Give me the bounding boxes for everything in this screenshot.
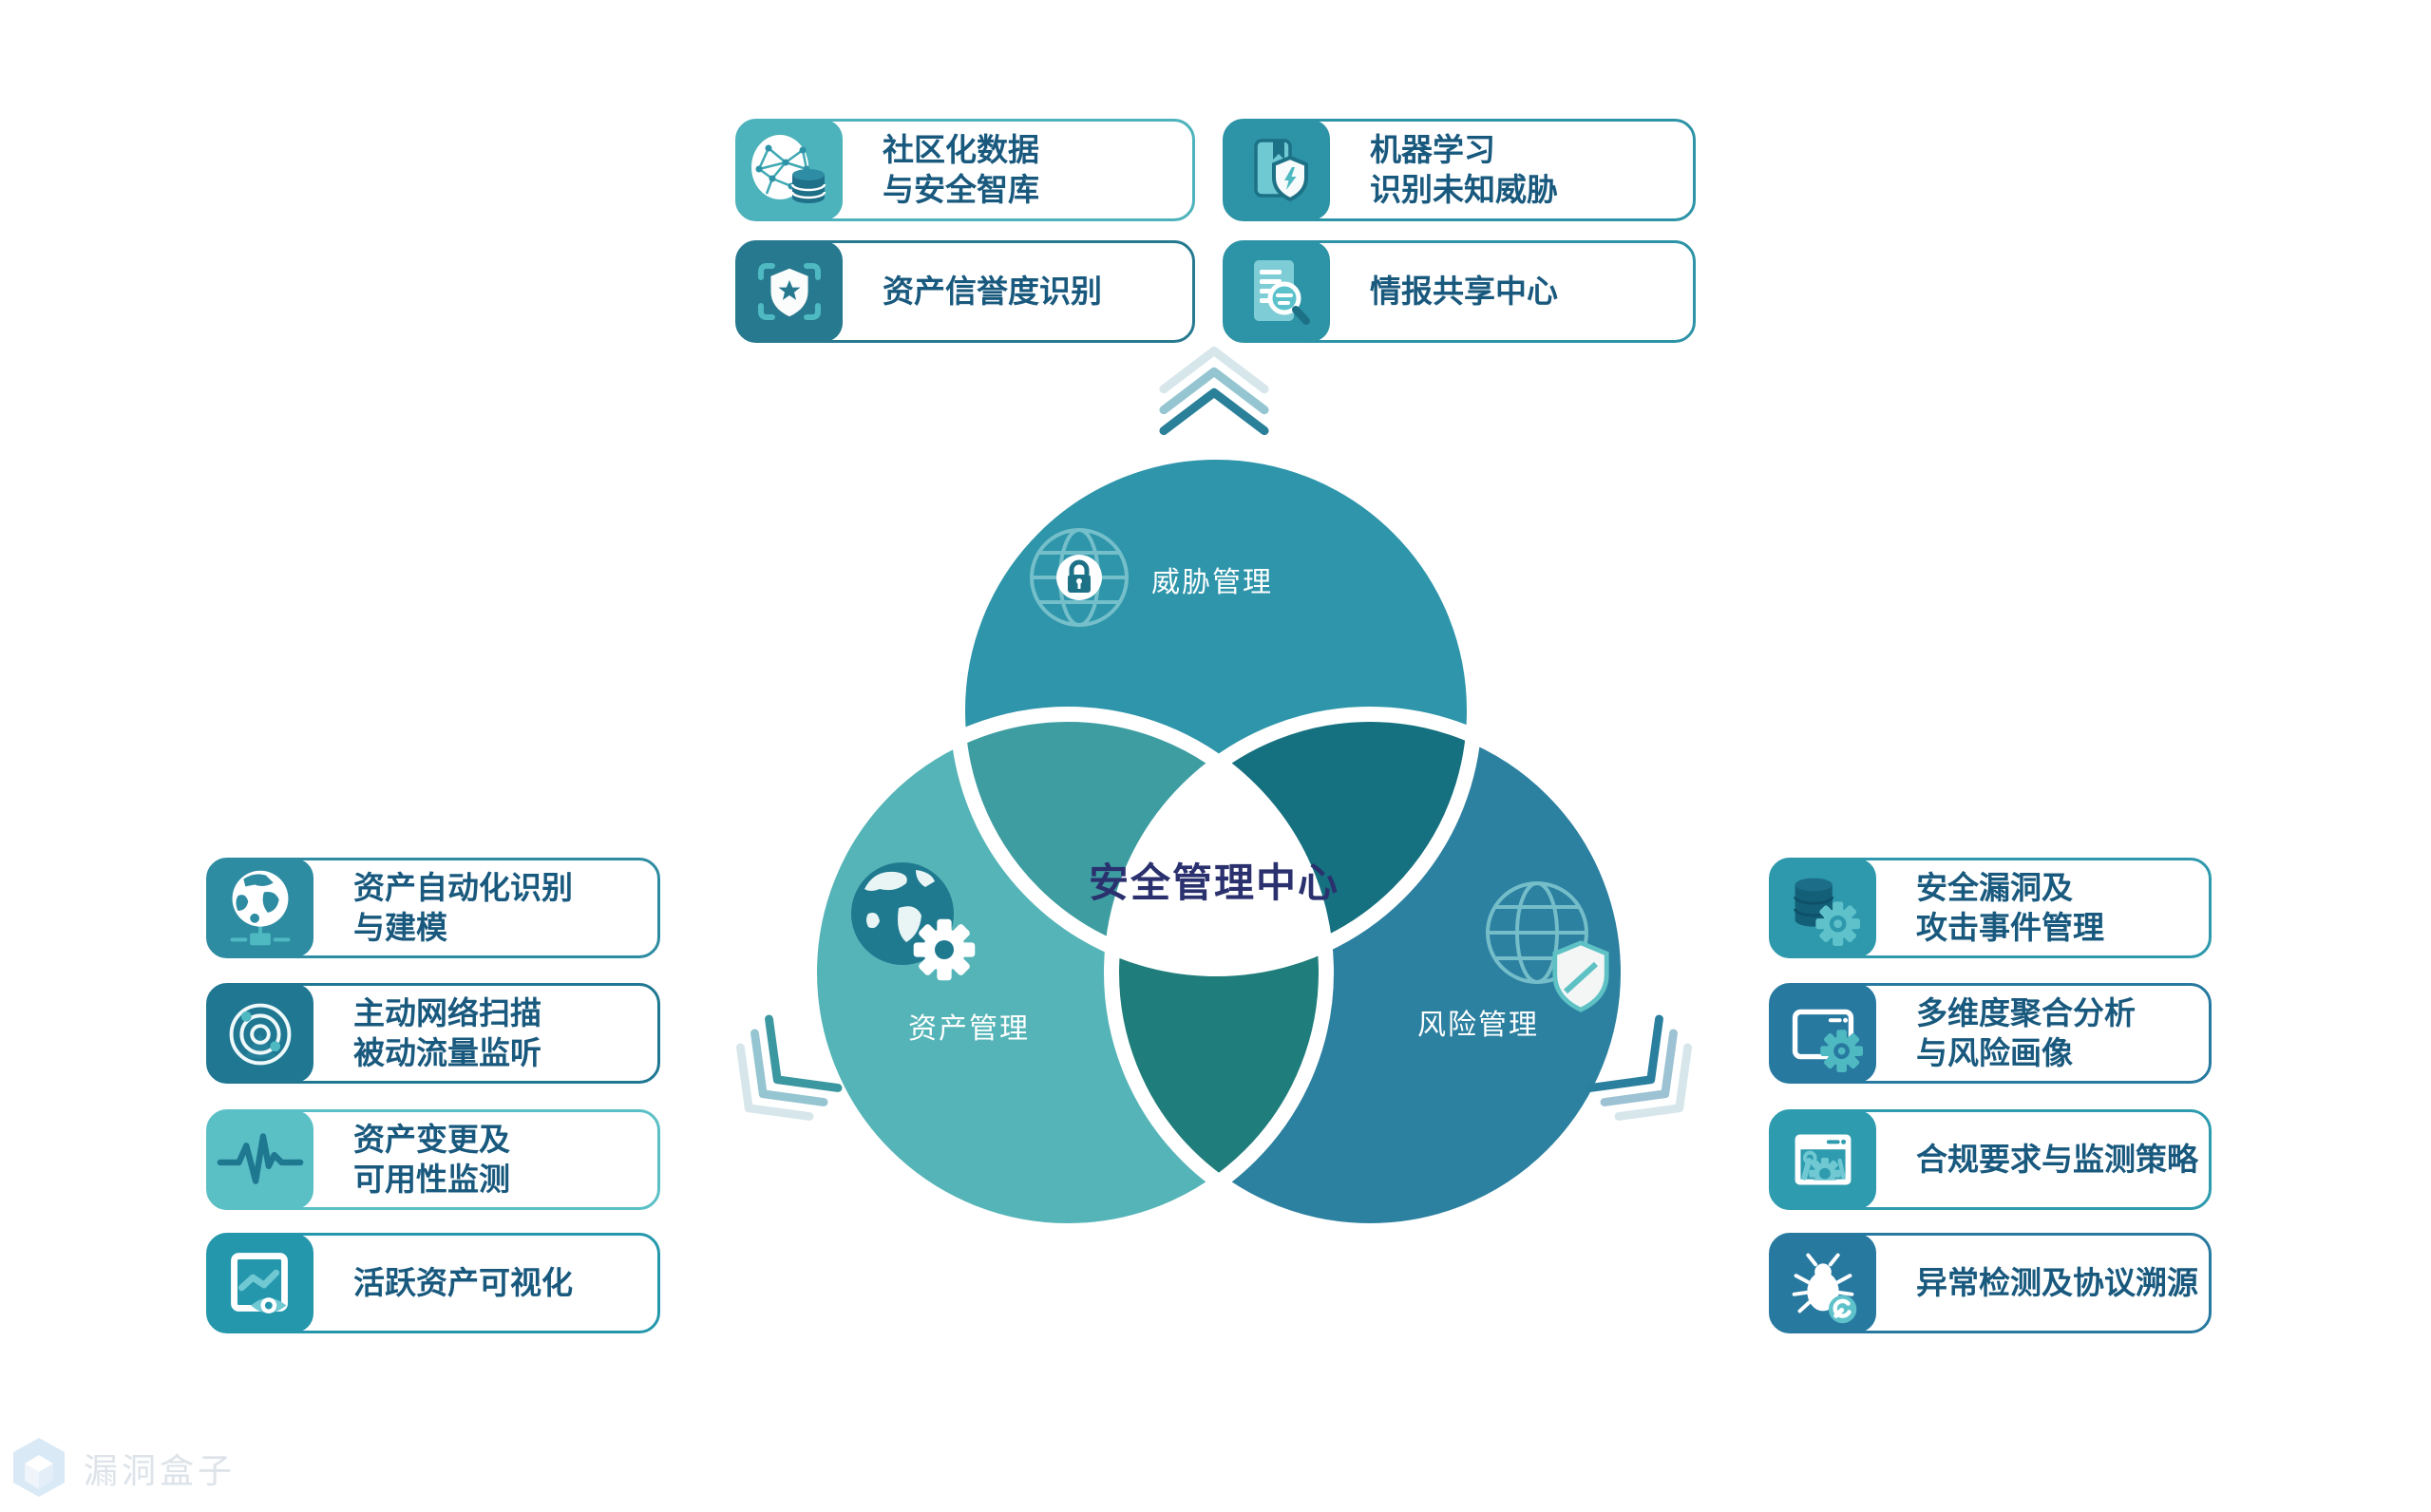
card-label: 资产信誉度识别 <box>883 274 1102 309</box>
document-magnifier-icon <box>1224 241 1330 342</box>
card-community-data: 社区化数据与安全智库 <box>735 119 1195 221</box>
database-gear-icon <box>1770 859 1876 957</box>
card-label: 社区化数据与安全智库 <box>883 132 1039 207</box>
globe-network-icon <box>207 859 313 957</box>
card-compliance-policy: 合规要求与监测策略 <box>1769 1109 2212 1210</box>
card-active-asset-viz: 活跃资产可视化 <box>206 1233 660 1333</box>
card-asset-auto-id: 资产自动化识别与建模 <box>206 858 660 958</box>
window-gear-icon <box>1770 984 1876 1083</box>
cube-logo-icon <box>13 1438 65 1497</box>
book-shield-bolt-icon <box>1224 120 1330 220</box>
card-label: 多维度聚合分析与风险画像 <box>1916 995 2136 1070</box>
center-title: 安全管理中心 <box>1088 860 1339 905</box>
screen-eye-icon <box>207 1234 313 1332</box>
bug-wrench-icon <box>1770 1234 1876 1332</box>
chevron-down-right-icon <box>1579 1008 1725 1154</box>
card-intel-sharing: 情报共享中心 <box>1223 240 1696 343</box>
threat-circle-label: 威胁管理 <box>1151 567 1273 598</box>
pulse-icon <box>207 1110 313 1209</box>
card-asset-reputation: 资产信誉度识别 <box>735 240 1195 343</box>
network-database-icon <box>736 120 843 220</box>
watermark-text: 漏洞盒子 <box>84 1451 237 1490</box>
card-label: 异常检测及协议溯源 <box>1916 1265 2198 1300</box>
card-label: 资产自动化识别与建模 <box>353 870 573 945</box>
card-machine-learning: 机器学习识别未知威胁 <box>1223 119 1696 221</box>
chevron-down-left-icon <box>703 1008 849 1154</box>
card-label: 活跃资产可视化 <box>353 1265 573 1300</box>
earth-gear-icon <box>851 862 976 981</box>
card-label: 主动网络扫描被动流量监听 <box>353 995 541 1070</box>
card-anomaly-detection: 异常检测及协议溯源 <box>1769 1233 2212 1333</box>
watermark: 漏洞盒子 <box>8 1432 236 1504</box>
card-label: 安全漏洞及攻击事件管理 <box>1916 870 2104 945</box>
radar-icon <box>207 984 313 1083</box>
chevron-up-icon <box>1152 346 1276 436</box>
globe-shield-icon <box>1486 881 1606 1010</box>
card-vuln-attack-mgmt: 安全漏洞及攻击事件管理 <box>1769 858 2212 958</box>
shield-star-scan-icon <box>736 241 843 342</box>
card-network-scan: 主动网络扫描被动流量监听 <box>206 983 660 1084</box>
window-tools-icon <box>1770 1110 1876 1209</box>
card-multidim-analysis: 多维度聚合分析与风险画像 <box>1769 983 2212 1084</box>
card-label: 合规要求与监测策略 <box>1916 1142 2198 1177</box>
globe-lock-icon <box>1030 528 1129 627</box>
card-label: 资产变更及可用性监测 <box>353 1122 510 1197</box>
risk-circle-label: 风险管理 <box>1417 1010 1539 1041</box>
asset-circle-label: 资产管理 <box>908 1013 1030 1045</box>
card-label: 情报共享中心 <box>1370 274 1558 309</box>
card-asset-change: 资产变更及可用性监测 <box>206 1109 660 1210</box>
card-label: 机器学习识别未知威胁 <box>1370 132 1558 207</box>
